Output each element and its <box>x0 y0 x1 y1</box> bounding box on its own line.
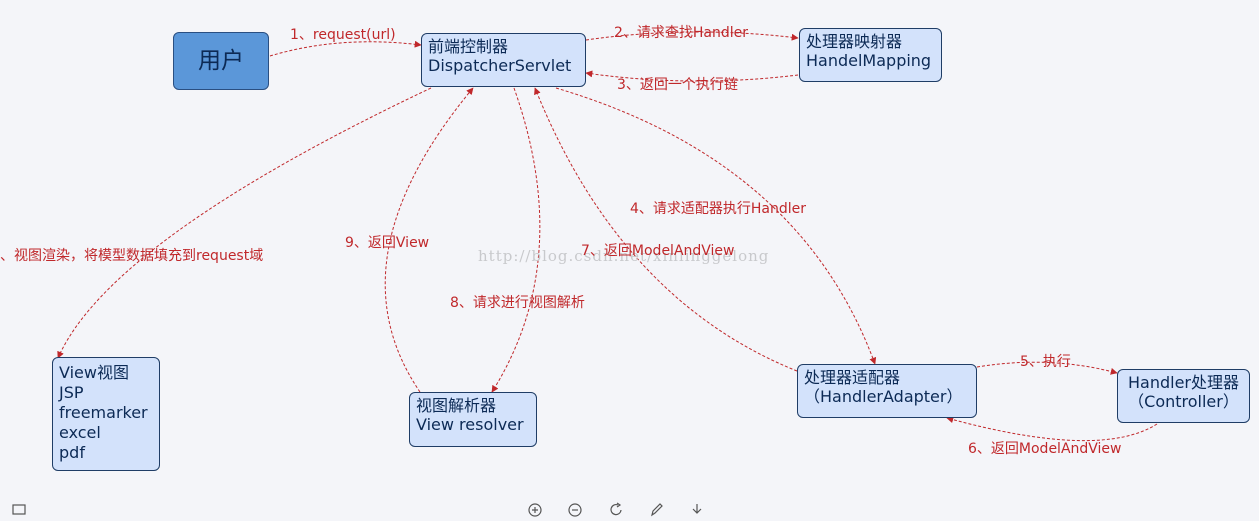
zoom-out-icon[interactable] <box>566 501 584 519</box>
edge-1-label: 1、request(url) <box>290 27 396 43</box>
edge-4-label: 4、请求适配器执行Handler <box>630 201 807 217</box>
view-resolver-node: 视图解析器 View resolver <box>409 392 537 447</box>
edge-8-label: 8、请求进行视图解析 <box>450 295 585 311</box>
view-node: View视图 JSP freemarker excel pdf <box>52 357 160 471</box>
edge-3-arrow <box>585 70 799 82</box>
edge-1-arrow <box>269 40 422 57</box>
edge-5-label: 5、执行 <box>1020 354 1071 370</box>
edge-9-arrow <box>384 87 474 393</box>
edge-6-arrow <box>946 416 1158 442</box>
download-icon[interactable] <box>688 501 706 519</box>
rotate-icon[interactable] <box>607 501 625 519</box>
edge-4-arrow <box>555 87 877 365</box>
view-node-line: pdf <box>59 443 85 462</box>
edge-7-label: 7、返回ModelAndView <box>581 243 735 259</box>
resolver-node-line1: 视图解析器 <box>416 396 497 415</box>
edge-9-label: 9、返回View <box>345 235 430 251</box>
adapter-node-line1: 处理器适配器 <box>804 368 901 387</box>
view-node-line: View视图 <box>59 363 129 382</box>
handler-adapter-node: 处理器适配器 （HandlerAdapter） <box>797 364 977 418</box>
user-node: 用户 <box>173 32 269 90</box>
dispatcher-node-line2: DispatcherServlet <box>428 56 572 75</box>
mapping-node-line1: 处理器映射器 <box>806 32 903 51</box>
view-node-line: excel <box>59 423 101 442</box>
view-node-line: JSP <box>59 383 84 402</box>
edge-6-label: 6、返回ModelAndView <box>968 441 1122 457</box>
edge-7-arrow <box>534 87 798 372</box>
resolver-node-line2: View resolver <box>416 415 524 434</box>
edge-5-arrow <box>976 361 1118 375</box>
dispatcher-servlet-node: 前端控制器 DispatcherServlet <box>421 33 586 87</box>
handler-controller-node: Handler处理器 （Controller） <box>1117 369 1250 423</box>
edge-3-label: 3、返回一个执行链 <box>617 77 738 93</box>
fit-screen-icon[interactable] <box>10 501 28 519</box>
user-node-label: 用户 <box>198 47 244 74</box>
edge-10-arrow <box>57 87 432 359</box>
view-node-line: freemarker <box>59 403 148 422</box>
adapter-node-line2: （HandlerAdapter） <box>804 387 963 406</box>
edge-8-arrow <box>491 87 541 393</box>
handler-node-line1: Handler处理器 <box>1127 373 1239 392</box>
edit-pencil-icon[interactable] <box>648 501 666 519</box>
zoom-in-icon[interactable] <box>526 501 544 519</box>
mapping-node-line2: HandelMapping <box>806 51 932 70</box>
handler-node-line2: （Controller） <box>1128 392 1239 411</box>
handler-mapping-node: 处理器映射器 HandelMapping <box>799 28 942 82</box>
dispatcher-node-line1: 前端控制器 <box>428 37 509 56</box>
edge-10-label: 、视图渲染，将模型数据填充到request域 <box>0 248 264 264</box>
edge-2-label: 2、请求查找Handler <box>614 25 749 41</box>
edge-2-arrow <box>585 31 799 41</box>
watermark: http://blog.csdn.net/xinlinggelong <box>478 247 770 265</box>
